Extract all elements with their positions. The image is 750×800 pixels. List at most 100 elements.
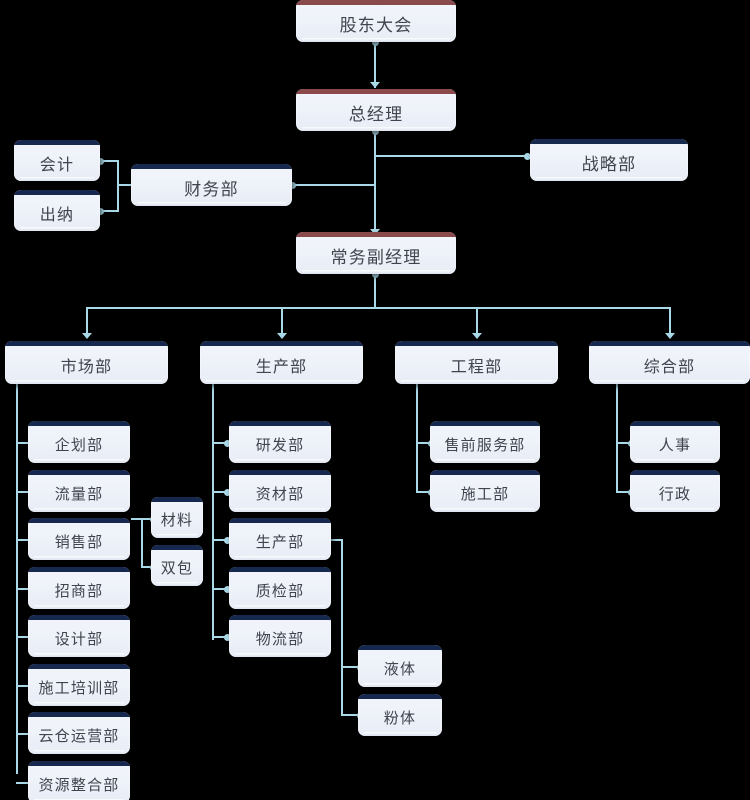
connector-g2 bbox=[616, 491, 630, 493]
connector-arrow bbox=[277, 333, 287, 339]
node-label: 物流部 bbox=[255, 630, 305, 648]
connector-arrow bbox=[472, 333, 482, 339]
node-market-child-8[interactable]: 资源整合部 bbox=[28, 761, 130, 800]
node-label: 研发部 bbox=[255, 436, 305, 454]
node-cap bbox=[28, 421, 130, 426]
node-market-dept[interactable]: 市场部 bbox=[5, 341, 168, 384]
node-label: 双包 bbox=[160, 560, 194, 577]
node-prodsub-child-1[interactable]: 液体 bbox=[358, 645, 442, 687]
node-cap bbox=[28, 664, 130, 669]
connector-deputy-stem bbox=[374, 274, 376, 309]
node-label: 云仓运营部 bbox=[38, 727, 120, 745]
node-strategy[interactable]: 战略部 bbox=[530, 139, 688, 181]
node-market-child-7[interactable]: 云仓运营部 bbox=[28, 712, 130, 754]
node-cap bbox=[589, 341, 750, 346]
node-label: 生产部 bbox=[255, 358, 308, 376]
node-production-child-1[interactable]: 研发部 bbox=[229, 421, 331, 463]
node-engineering-child-1[interactable]: 售前服务部 bbox=[430, 421, 540, 463]
node-cap bbox=[151, 497, 203, 502]
node-cap bbox=[358, 694, 442, 699]
connector-dot bbox=[223, 536, 231, 544]
node-market-child-3[interactable]: 销售部 bbox=[28, 518, 130, 560]
connector-m7 bbox=[16, 733, 30, 735]
connector-prod-sub-stem bbox=[331, 539, 343, 541]
node-label: 售前服务部 bbox=[444, 436, 526, 454]
node-general-dept[interactable]: 综合部 bbox=[589, 341, 750, 384]
connector-q1 bbox=[341, 666, 360, 668]
connector-e1 bbox=[416, 442, 430, 444]
node-shareholders[interactable]: 股东大会 bbox=[296, 0, 456, 42]
node-accounting[interactable]: 会计 bbox=[14, 140, 100, 181]
node-general-child-2[interactable]: 行政 bbox=[630, 470, 720, 512]
connector-p1 bbox=[212, 442, 226, 444]
node-production-child-2[interactable]: 资材部 bbox=[229, 470, 331, 512]
node-market-child-5[interactable]: 设计部 bbox=[28, 615, 130, 657]
connector-s1 bbox=[141, 518, 153, 520]
node-label: 液体 bbox=[383, 660, 417, 678]
node-sales-child-2[interactable]: 双包 bbox=[151, 545, 203, 586]
connector-arrow bbox=[665, 333, 675, 339]
node-cap bbox=[28, 712, 130, 717]
node-cap bbox=[229, 615, 331, 620]
connector-s2 bbox=[141, 566, 153, 568]
node-label: 人事 bbox=[658, 436, 692, 454]
connector-m6 bbox=[16, 685, 30, 687]
connector-p2 bbox=[212, 491, 226, 493]
node-engineering-child-2[interactable]: 施工部 bbox=[430, 470, 540, 512]
node-general-manager[interactable]: 总经理 bbox=[296, 89, 456, 131]
connector-m1 bbox=[16, 442, 30, 444]
connector-sales-bus bbox=[141, 518, 143, 567]
connector-dot bbox=[371, 38, 379, 46]
node-label: 资材部 bbox=[255, 485, 305, 503]
node-engineering-dept[interactable]: 工程部 bbox=[395, 341, 558, 384]
node-label: 综合部 bbox=[643, 358, 696, 376]
node-label: 行政 bbox=[658, 485, 692, 503]
node-market-child-2[interactable]: 流量部 bbox=[28, 470, 130, 512]
node-cap bbox=[151, 545, 203, 550]
node-production-child-5[interactable]: 物流部 bbox=[229, 615, 331, 657]
connector-dot bbox=[96, 207, 104, 215]
connector-prod-sub-bus bbox=[341, 539, 343, 715]
node-market-child-4[interactable]: 招商部 bbox=[28, 567, 130, 609]
connector-arrow bbox=[370, 82, 380, 88]
connector-cashier bbox=[100, 210, 119, 212]
node-production-child-4[interactable]: 质检部 bbox=[229, 567, 331, 609]
node-cashier[interactable]: 出纳 bbox=[14, 190, 100, 231]
connector-p4 bbox=[212, 588, 226, 590]
node-finance[interactable]: 财务部 bbox=[131, 164, 292, 206]
node-label: 设计部 bbox=[54, 630, 104, 648]
node-cap bbox=[296, 232, 456, 237]
node-general-child-1[interactable]: 人事 bbox=[630, 421, 720, 463]
node-cap bbox=[131, 164, 292, 169]
connector-p3 bbox=[212, 539, 226, 541]
node-market-child-1[interactable]: 企划部 bbox=[28, 421, 130, 463]
connector-drop-engineering bbox=[476, 307, 478, 335]
node-label: 企划部 bbox=[54, 436, 104, 454]
connector-e2 bbox=[416, 491, 430, 493]
node-market-child-6[interactable]: 施工培训部 bbox=[28, 664, 130, 706]
node-deputy-general-manager[interactable]: 常务副经理 bbox=[296, 232, 456, 274]
connector-dot bbox=[523, 152, 531, 160]
connector-accounting bbox=[100, 160, 119, 162]
connector-dot bbox=[288, 181, 296, 189]
node-cap bbox=[28, 470, 130, 475]
node-production-child-3[interactable]: 生产部 bbox=[229, 518, 331, 560]
node-cap bbox=[229, 421, 331, 426]
node-prodsub-child-2[interactable]: 粉体 bbox=[358, 694, 442, 736]
node-label: 财务部 bbox=[184, 179, 239, 199]
node-cap bbox=[395, 341, 558, 346]
node-cap bbox=[14, 190, 100, 195]
node-production-dept[interactable]: 生产部 bbox=[200, 341, 363, 384]
node-label: 工程部 bbox=[450, 358, 503, 376]
node-label: 市场部 bbox=[60, 358, 113, 376]
node-cap bbox=[430, 421, 540, 426]
node-label: 质检部 bbox=[255, 582, 305, 600]
node-sales-child-1[interactable]: 材料 bbox=[151, 497, 203, 538]
node-label: 股东大会 bbox=[339, 15, 413, 35]
node-label: 施工部 bbox=[460, 485, 510, 503]
connector-shareholders-gm bbox=[374, 42, 376, 88]
connector-dot bbox=[371, 270, 379, 278]
node-cap bbox=[430, 470, 540, 475]
connector-m2 bbox=[16, 491, 30, 493]
connector-finance-stem bbox=[117, 184, 133, 186]
